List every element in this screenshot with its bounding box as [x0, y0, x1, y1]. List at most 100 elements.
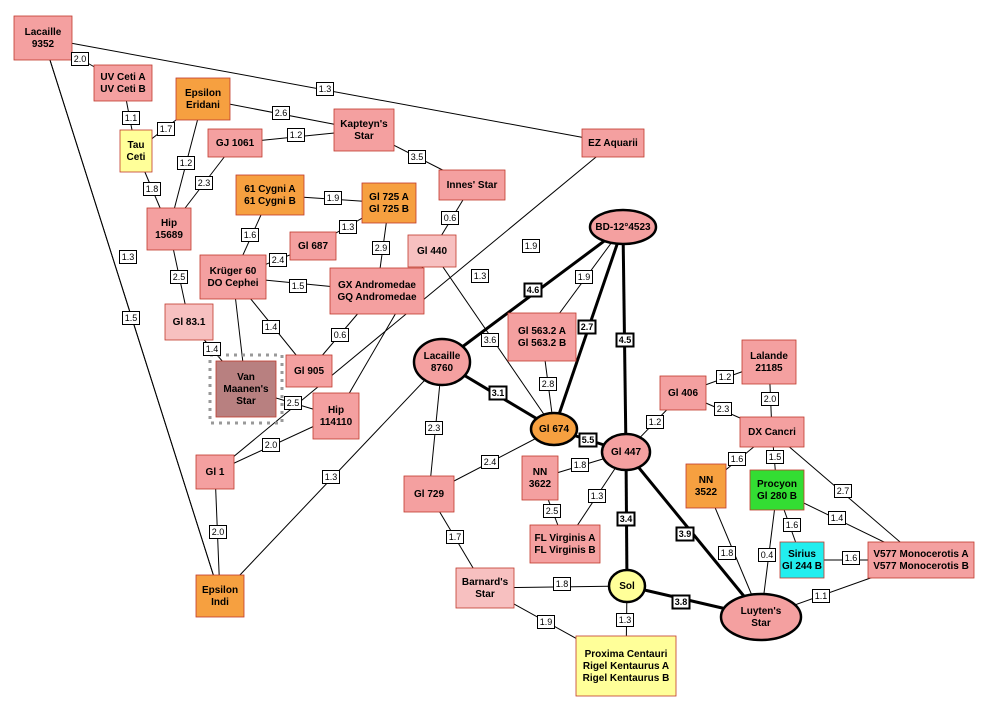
star-node-shape	[867, 541, 975, 579]
distance-label: 1.3	[588, 489, 606, 503]
star-node-shape	[215, 360, 277, 418]
distance-label: 5.5	[578, 432, 598, 448]
star-node-dxcancri[interactable]: DX Cancri	[739, 416, 805, 448]
distance-label: 1.9	[575, 270, 593, 284]
star-node-gj1061[interactable]: GJ 1061	[207, 128, 263, 158]
star-node-label: GJ 1061	[216, 138, 255, 149]
star-node-gl725[interactable]: Gl 725 AGl 725 B	[361, 182, 417, 224]
distance-label-text: 1.9	[327, 193, 340, 203]
distance-label: 1.2	[646, 415, 664, 429]
distance-label-text: 2.5	[287, 398, 300, 408]
star-node-gl447[interactable]: Gl 447	[600, 432, 652, 472]
distance-label-text: 1.8	[556, 579, 569, 589]
star-node-label: 3522	[695, 487, 718, 498]
star-node-flvir[interactable]: FL Virginis AFL Virginis B	[529, 524, 601, 564]
distance-label-text: 1.2	[180, 158, 193, 168]
selection-outline	[208, 353, 284, 425]
distance-label: 0.6	[331, 328, 349, 342]
star-node-ezaquarii[interactable]: EZ Aquarii	[581, 128, 645, 158]
star-node-label: Gl 280 B	[757, 491, 797, 502]
star-node-shape	[588, 208, 658, 246]
star-node-label: Epsilon	[202, 585, 238, 596]
star-node-shape	[749, 469, 805, 511]
star-node-label: 61 Cygni A	[244, 184, 295, 195]
star-node-label: Star	[751, 618, 771, 629]
star-node-shape	[507, 312, 577, 362]
star-node-uvceti[interactable]: UV Ceti AUV Ceti B	[93, 64, 153, 102]
star-node-shape	[607, 568, 647, 604]
distance-label-text: 1.8	[721, 548, 734, 558]
star-node-label: Gl 725 B	[369, 204, 409, 215]
star-node-shape	[119, 129, 153, 173]
distance-label: 1.3	[316, 82, 334, 96]
distance-label: 2.0	[71, 52, 89, 66]
star-node-sol[interactable]: Sol	[607, 568, 647, 604]
star-node-gl440[interactable]: Gl 440	[407, 234, 457, 268]
star-node-label: Gl 406	[668, 388, 698, 399]
star-node-shape	[529, 524, 601, 564]
star-node-gl1[interactable]: Gl 1	[195, 454, 235, 490]
distance-label-text: 0.6	[444, 213, 457, 223]
star-node-shape	[285, 354, 333, 388]
distance-label-text: 2.7	[837, 486, 850, 496]
distance-label: 1.3	[471, 269, 489, 283]
star-node-cyg61[interactable]: 61 Cygni A61 Cygni B	[235, 174, 305, 216]
star-node-label: Gl 729	[414, 489, 444, 500]
star-node-label: Sol	[619, 581, 635, 592]
star-node-label: Kapteyn's	[340, 119, 388, 130]
distance-label-text: 1.2	[649, 417, 662, 427]
star-node-bd12[interactable]: BD-12°4523	[588, 208, 658, 246]
distance-label-text: 1.4	[265, 322, 278, 332]
star-node-shape	[529, 411, 579, 447]
distance-label: 1.2	[287, 128, 305, 142]
distance-label: 2.0	[209, 525, 227, 539]
star-node-label: Van	[237, 372, 255, 383]
star-node-gl905[interactable]: Gl 905	[285, 354, 333, 388]
distance-label: 2.6	[272, 106, 290, 120]
distance-label-text: 1.6	[244, 230, 257, 240]
star-node-gl729[interactable]: Gl 729	[403, 475, 455, 513]
star-node-gl674[interactable]: Gl 674	[529, 411, 579, 447]
star-node-label: 61 Cygni B	[244, 196, 296, 207]
star-node-shape	[361, 182, 417, 224]
star-node-gl687[interactable]: Gl 687	[289, 231, 337, 261]
star-node-label: Tau	[127, 140, 144, 151]
distance-label-text: 0.6	[334, 330, 347, 340]
distance-label-text: 3.8	[675, 597, 688, 607]
star-node-label: UV Ceti A	[100, 72, 145, 83]
distance-label: 1.8	[718, 546, 736, 560]
star-node-gl563[interactable]: Gl 563.2 AGl 563.2 B	[507, 312, 577, 362]
star-node-innes[interactable]: Innes' Star	[438, 169, 506, 201]
star-node-label: Gl 563.2 A	[518, 326, 566, 337]
star-node-gl83[interactable]: Gl 83.1	[164, 303, 214, 341]
distance-label: 0.4	[758, 548, 776, 562]
distance-label-text: 3.9	[679, 529, 692, 539]
distance-label: 1.1	[812, 589, 830, 603]
distance-label-text: 2.4	[272, 255, 285, 265]
distance-label-text: 2.3	[428, 423, 441, 433]
star-node-shape	[199, 254, 267, 300]
star-node-gl406[interactable]: Gl 406	[659, 375, 707, 411]
distance-label-text: 1.3	[325, 472, 338, 482]
star-node-shape	[719, 592, 803, 642]
